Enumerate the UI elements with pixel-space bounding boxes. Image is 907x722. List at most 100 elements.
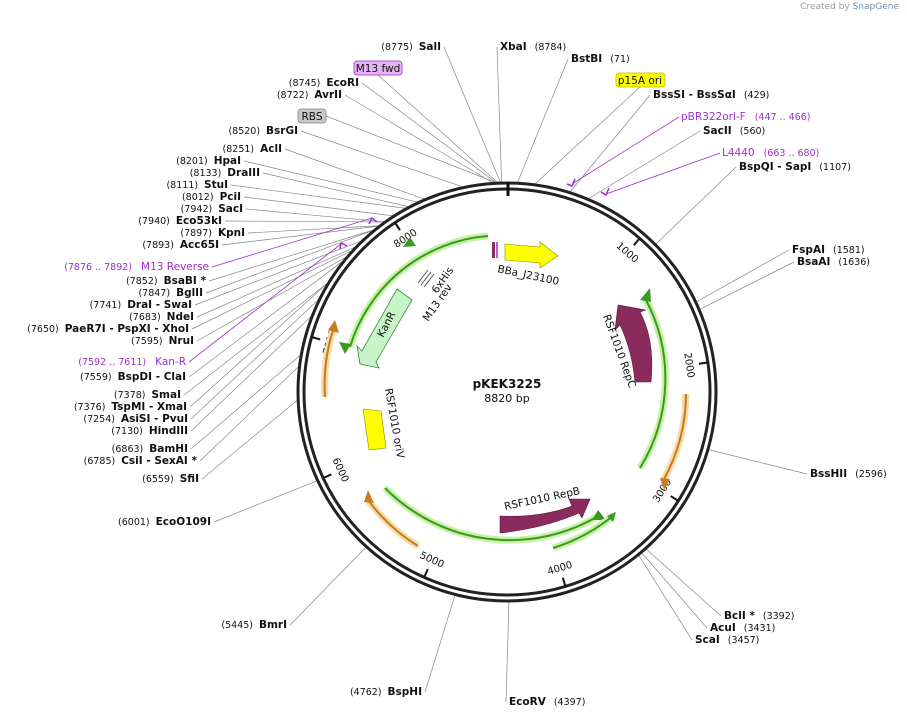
site-position: (6785) [84,456,116,467]
site-label-ecoo109i[interactable]: EcoO109I(6001) [118,516,211,528]
site-label-acc65i[interactable]: Acc65I(7893) [142,239,219,251]
site-label-avrii[interactable]: AvrII (8722) [277,89,342,101]
orf-arcs [321,232,690,552]
site-label-bsphi[interactable]: BspHI(4762) [350,686,422,698]
orf-arc-3-head [592,510,606,520]
site-label-ecorv[interactable]: EcoRV(4397) [509,696,585,708]
boxed-feature-m13-fwd: M13 fwd [353,60,403,76]
site-label-sfii[interactable]: SfiI(6559) [142,473,199,485]
site-leader-line [708,449,808,475]
rsf1010-oriv-box [362,408,387,451]
orf-arc-2-head [640,288,651,302]
rbs-box [297,108,327,124]
site-position: (7897) [180,228,212,239]
primer-label-kan-r[interactable]: Kan-R(7592 .. 7611) [78,356,186,368]
bba-j23100-arrow [504,241,559,269]
boxed-feature-rbs: RBS [297,108,327,124]
tick-mark [322,473,332,480]
feature-leader-line [325,115,498,184]
site-position: (1636) [838,257,870,268]
m13-fwd-box [353,60,403,76]
site-label-hpai[interactable]: HpaI(8201) [176,155,241,167]
site-label-pcii[interactable]: PciI (8012) [182,191,241,203]
site-name: EcoRI [326,77,359,89]
site-leader-line [699,261,795,310]
site-position: (5445) [221,620,253,631]
primer-label-m13-reverse[interactable]: M13 Reverse(7876 .. 7892) [64,261,209,273]
site-name: SacI [218,203,243,215]
site-name: AclI [260,143,282,155]
primer-label-pbr322ori-f[interactable]: pBR322ori-F(447 .. 466) [681,111,810,123]
site-leader-line [205,230,373,294]
site-label-smai[interactable]: SmaI(7378) [114,389,181,401]
tick-label: 4000 [546,560,574,578]
site-leader-line [638,555,693,641]
site-label-bglii[interactable]: BglII(7847) [138,287,203,299]
site-label-bsabi[interactable]: BsaBI *(7852) [126,275,206,287]
site-name: BsrGI [266,125,298,137]
site-label-bstbi[interactable]: BstBI(71) [571,53,630,65]
feature-mark-rbs [492,242,495,258]
site-label-bsrgi[interactable]: BsrGI(8520) [228,125,298,137]
site-label-sacii[interactable]: SacII(560) [703,125,765,137]
site-leader-line [183,283,328,396]
site-name: BssSI - BssSαI [653,89,736,101]
site-name: AvrII [314,89,342,101]
site-label-bcli[interactable]: BclI *(3392) [724,610,794,622]
site-label-ndei[interactable]: NdeI(7683) [129,311,194,323]
site-label-saci[interactable]: SacI(7942) [181,203,243,215]
feature-leader-line [534,86,641,185]
site-position: (8722) [277,90,309,101]
site-label-bamhi[interactable]: BamHI(6863) [112,443,188,455]
site-position: (7940) [138,216,170,227]
site-name: PciI [220,191,241,203]
orf-arc-2 [639,297,667,469]
site-label-hindiii[interactable]: HindIII(7130) [111,425,188,437]
site-leader-line [190,316,312,432]
rsf1010-repc-arrow [614,304,653,383]
site-label-bsssi[interactable]: BssSI - BssSαI(429) [653,89,769,101]
site-name: NdeI [167,311,194,323]
site-name: SmaI [152,389,182,401]
site-label-fspai[interactable]: FspAI(1581) [792,244,865,256]
site-labels: XbaI(8784) BstBI(71) BssSI - BssSαI(429) Sa… [27,41,887,708]
site-label-scai[interactable]: ScaI(3457) [695,634,759,646]
site-label-csii[interactable]: CsiI - SexAI *(6785) [84,455,198,467]
site-label-tspmi[interactable]: TspMI - XmaI(7376) [74,401,187,413]
site-label-drai[interactable]: DraI - SwaI(7741) [90,299,192,311]
site-label-eco53ki[interactable]: Eco53kI(7940) [138,215,222,227]
primer-name: L4440 [722,147,755,159]
feature-label-bba-j23100: BBa_J23100 [496,263,560,288]
site-label-bmri[interactable]: BmrI(5445) [221,619,287,631]
site-position: (7595) [131,336,163,347]
site-label-sali[interactable]: SalI(8775) [381,41,441,53]
site-label-bsshii[interactable]: BssHII(2596) [810,468,887,480]
site-position: (8012) [182,192,214,203]
site-label-stui[interactable]: StuI(8111) [166,179,228,191]
site-label-acli[interactable]: AclI(8251) [223,143,282,155]
feature-mark-m13rev [423,273,435,288]
site-leader-line [569,94,651,192]
site-label-bsaai[interactable]: BsaAI(1636) [797,256,870,268]
site-label-kpni[interactable]: KpnI(7897) [180,227,245,239]
rsf1010-repb-arrow [499,498,591,534]
site-label-bspqi[interactable]: BspQI - SapI(1107) [739,161,851,173]
site-leader-line [230,184,406,209]
site-label-nrui[interactable]: NruI(7595) [131,335,194,347]
site-label-bspdi[interactable]: BspDI - ClaI(7559) [80,371,186,383]
orf-arc-4-head [607,512,616,522]
site-label-asisi[interactable]: AsiSI - PvuI(7254) [83,413,188,425]
site-position: (7852) [126,276,158,287]
site-label-acui[interactable]: AcuI(3431) [710,622,775,634]
site-label-draiii[interactable]: DraIII(8133) [190,167,260,179]
site-label-paer7i[interactable]: PaeR7I - PspXI - XhoI(7650) [27,323,189,335]
orf-arc-1-glow [346,232,489,349]
site-label-ecori[interactable]: EcoRI(8745) [289,77,359,89]
site-label-xbai[interactable]: XbaI(8784) [500,41,566,53]
site-position: (7847) [138,288,170,299]
site-leader-line [191,250,352,330]
snapgene-credit: Created by SnapGene [800,2,899,12]
site-position: (4762) [350,687,382,698]
primer-label-l4440[interactable]: L4440(663 .. 680) [722,147,819,159]
site-leader-line [243,160,418,203]
